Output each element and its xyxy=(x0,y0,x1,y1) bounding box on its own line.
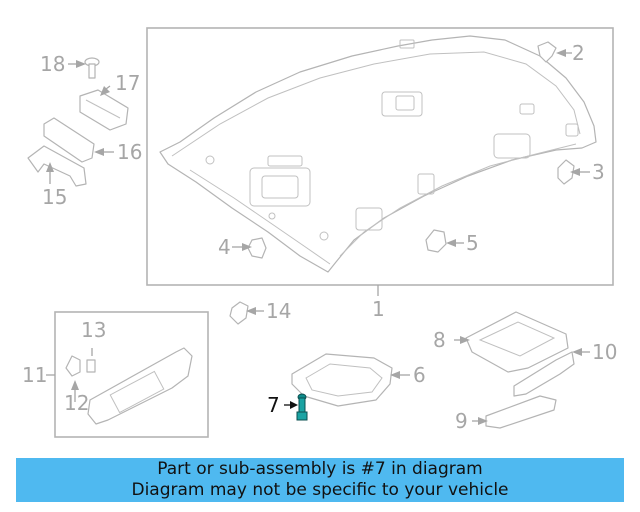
callout-18: 18 xyxy=(40,52,65,76)
callout-15: 15 xyxy=(42,185,67,209)
screw-part-18 xyxy=(84,57,100,79)
grab-handle-part-15 xyxy=(27,145,87,187)
callout-9: 9 xyxy=(455,409,468,433)
bracket-part-16 xyxy=(43,117,95,163)
banner-line-2: Diagram may not be specific to your vehi… xyxy=(131,480,509,500)
callout-11: 11 xyxy=(22,363,47,387)
clip-part-2 xyxy=(537,41,557,63)
leader-lines xyxy=(46,49,590,425)
headliner-group-box xyxy=(146,27,614,286)
sun-visor-part-11 xyxy=(87,347,193,425)
callout-8: 8 xyxy=(433,328,446,352)
callout-3: 3 xyxy=(592,160,605,184)
callout-16: 16 xyxy=(117,140,142,164)
callout-12: 12 xyxy=(64,391,89,415)
callout-6: 6 xyxy=(413,363,426,387)
map-lamp-part-6 xyxy=(291,353,393,407)
callout-14: 14 xyxy=(266,299,291,323)
callout-17: 17 xyxy=(115,71,140,95)
bracket-part-17 xyxy=(79,89,129,131)
clip-part-4 xyxy=(247,237,267,259)
cover-part-10 xyxy=(513,351,575,397)
callout-13: 13 xyxy=(81,318,106,342)
callout-7: 7 xyxy=(267,393,280,417)
callout-1: 1 xyxy=(372,297,385,321)
banner-line-1: Part or sub-assembly is #7 in diagram xyxy=(157,459,483,479)
clip-part-5 xyxy=(425,229,447,253)
screw-part-7 xyxy=(296,393,308,421)
info-banner: Part or sub-assembly is #7 in diagram Di… xyxy=(16,458,624,502)
callout-4: 4 xyxy=(218,235,231,259)
console-part-8 xyxy=(465,311,569,373)
clip-part-13 xyxy=(86,359,96,373)
callout-5: 5 xyxy=(466,231,479,255)
clip-part-12 xyxy=(65,355,81,377)
callout-2: 2 xyxy=(572,41,585,65)
clip-part-14 xyxy=(229,301,249,325)
lid-part-9 xyxy=(485,395,557,429)
callout-10: 10 xyxy=(592,340,617,364)
clip-part-3 xyxy=(557,159,575,185)
headliner-part xyxy=(159,35,597,273)
